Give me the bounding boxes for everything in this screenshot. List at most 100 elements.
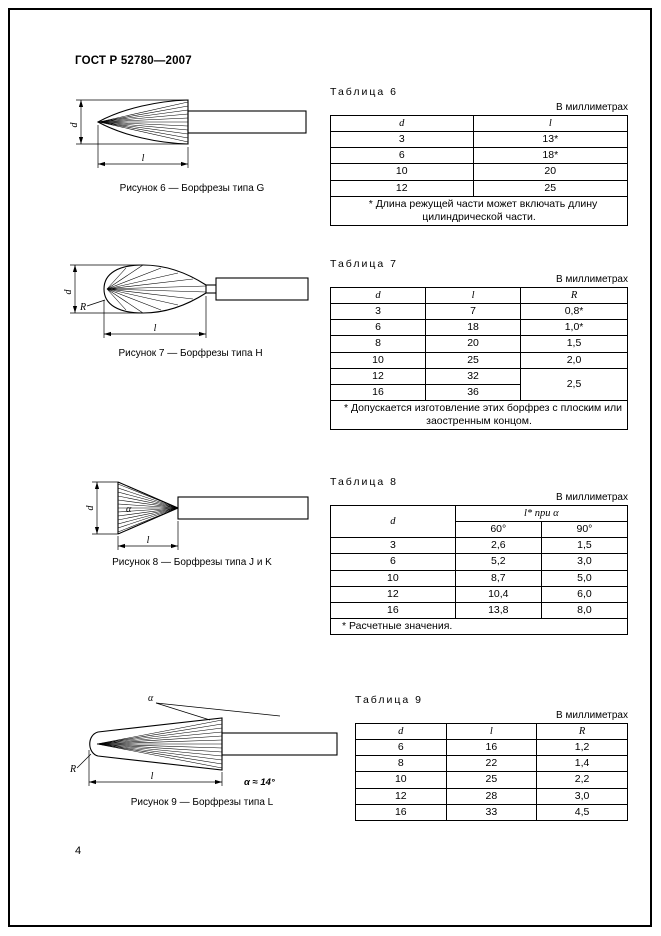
flute-hatching <box>106 264 207 314</box>
table6-footnote: * Длина режущей части может включать дли… <box>330 195 628 226</box>
table-row: 12 28 3,0 <box>355 787 628 805</box>
table-row: 10 25 2,0 <box>329 351 628 369</box>
table-cell: 28 <box>445 787 538 805</box>
dimension-d: d <box>85 481 118 535</box>
burr-head-type-jk: α <box>117 481 309 535</box>
table-cell: 25 <box>425 351 522 369</box>
table-cell: 18 <box>425 319 522 337</box>
table-cell: 16 <box>445 739 538 757</box>
table8-footnote: * Расчетные значения. <box>330 617 628 636</box>
table-cell: 5,0 <box>540 569 629 587</box>
table-cell: 32 <box>425 367 522 385</box>
table-cell: 8 <box>329 335 427 353</box>
dimension-l: l <box>117 521 179 550</box>
table-row: 3 7 0,8* <box>329 303 628 321</box>
table9-col-R: R <box>536 722 628 741</box>
figure-6-caption: Рисунок 6 — Борфрезы типа G <box>119 183 265 194</box>
table-row: 3 13* <box>330 131 629 149</box>
table-cell: 6 <box>329 319 427 337</box>
flute-hatching <box>96 719 223 769</box>
dimension-l: l <box>97 125 189 168</box>
dim-label-l: l <box>154 323 157 334</box>
table-header-row: d l R <box>329 286 628 305</box>
table-cell: 18* <box>472 147 629 165</box>
dim-label-l: l <box>147 535 150 546</box>
dim-label-R: R <box>69 764 76 775</box>
table-header-row: d l <box>330 114 629 133</box>
table-cell: 20 <box>472 163 629 181</box>
dim-label-l: l <box>151 771 154 782</box>
table8-units-label: В миллиметрах <box>556 492 628 503</box>
table9: d l R 6 16 1,2 8 22 1,4 10 25 2,2 12 <box>355 722 628 821</box>
table-row: 8 22 1,4 <box>355 755 628 773</box>
flute-hatching <box>117 483 179 533</box>
table7-col-R: R <box>520 286 628 305</box>
table-header-row: d l* при α <box>330 504 629 539</box>
table-cell: 10 <box>330 569 456 587</box>
table-cell: 2,6 <box>454 537 542 555</box>
dim-label-l: l <box>142 153 145 164</box>
angle-value-note: α ≈ 14° <box>244 777 275 788</box>
table9-section: Таблица 9 В миллиметрах d l R 6 16 1,2 8… <box>355 694 628 821</box>
flute-hatching <box>98 101 189 143</box>
table-cell: 7 <box>425 303 522 321</box>
table-row: 12 10,4 6,0 <box>330 585 629 603</box>
angle-label-alpha: α <box>126 504 132 515</box>
table7-title: Таблица 7 <box>330 258 398 270</box>
table-row: 3 2,6 1,5 <box>330 537 629 555</box>
table-cell: 10 <box>355 771 447 789</box>
table8-col-l-alpha: l* при α <box>454 504 629 523</box>
table-cell: 10,4 <box>454 585 542 603</box>
table9-units-label: В миллиметрах <box>556 710 628 721</box>
table7-col-l: l <box>425 286 522 305</box>
table7: d l R 3 7 0,8* 6 18 1,0* 8 20 1,5 10 <box>329 286 628 431</box>
table8: d l* при α 60° 90° 3 2,6 1,5 6 5,2 3,0 1… <box>330 504 629 636</box>
table-cell: 0,8* <box>520 303 628 321</box>
shank <box>177 496 309 520</box>
table-cell: 25 <box>472 179 629 197</box>
table-cell: 6 <box>330 553 456 571</box>
table-cell: 12 <box>355 787 447 805</box>
burr-head-type-h <box>103 264 309 314</box>
dim-label-d: d <box>85 505 96 511</box>
table9-title: Таблица 9 <box>355 694 423 706</box>
radius-annotation: R <box>69 753 92 775</box>
figure-8-caption: Рисунок 8 — Борфрезы типа J и K <box>112 557 272 568</box>
shank <box>187 110 307 134</box>
burr-head-type-l <box>89 717 338 771</box>
table-cell: 3,0 <box>536 787 628 805</box>
table6-col-d: d <box>330 114 474 133</box>
table-cell: 16 <box>329 383 427 401</box>
table6-col-l: l <box>472 114 629 133</box>
figure-9-drawing: α R l α ≈ 14° <box>69 693 338 788</box>
dimension-l: l <box>88 750 223 786</box>
table-row: 10 25 2,2 <box>355 771 628 789</box>
table-cell: 6 <box>330 147 474 165</box>
table6-title: Таблица 6 <box>330 86 398 98</box>
page-number: 4 <box>75 845 82 857</box>
figure-6-drawing: d l <box>69 99 307 168</box>
table-cell: 8,7 <box>454 569 542 587</box>
table9-col-l: l <box>445 722 538 741</box>
table-cell: 3 <box>330 537 456 555</box>
table-cell-merged-R: 2,5 <box>520 367 628 401</box>
table-cell: 13* <box>472 131 629 149</box>
table-row: 16 33 4,5 <box>355 803 628 821</box>
angle-label-alpha: α <box>148 693 154 704</box>
table-cell: 10 <box>330 163 474 181</box>
figure-7-drawing: d R l <box>63 264 309 338</box>
shank <box>215 277 309 301</box>
dimension-d: d <box>69 99 188 145</box>
table8-col-90: 90° <box>540 521 629 539</box>
table-row: 6 16 1,2 <box>355 739 628 757</box>
table-cell: 12 <box>329 367 427 385</box>
radius-annotation: R <box>79 299 106 313</box>
document-header: ГОСТ Р 52780—2007 <box>75 55 192 67</box>
table7-units-label: В миллиметрах <box>556 274 628 285</box>
table9-col-d: d <box>355 722 447 741</box>
table-cell: 36 <box>425 383 522 401</box>
table8-section: Таблица 8 В миллиметрах d l* при α 60° 9… <box>330 476 629 636</box>
table7-section: Таблица 7 В миллиметрах d l R 3 7 0,8* 6… <box>329 258 628 431</box>
table-row: 6 18* <box>330 147 629 165</box>
dimension-d: d <box>63 264 143 314</box>
